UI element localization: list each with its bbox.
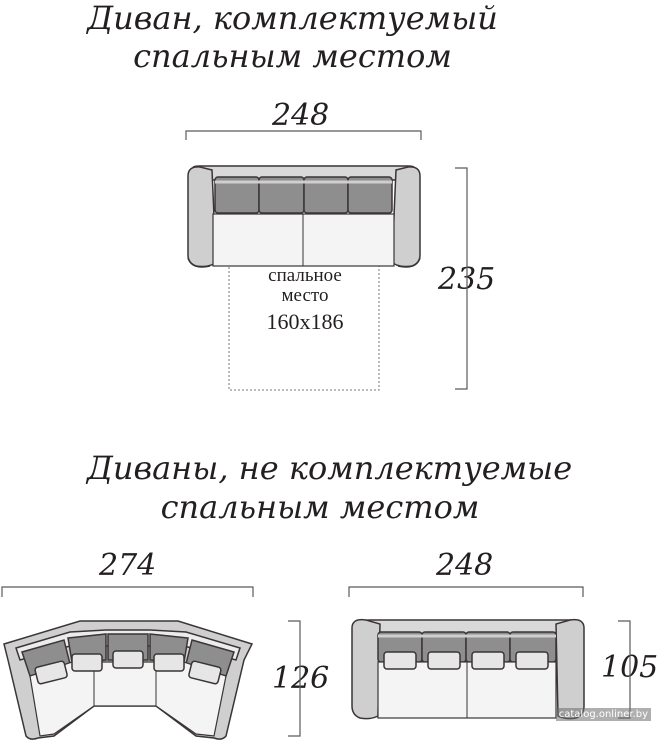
top-width-label: 248 — [272, 98, 330, 133]
watermark: catalog.onliner.by — [555, 708, 651, 721]
corner-width-label: 274 — [99, 548, 157, 583]
bottom-title-line2: спальным местом — [160, 488, 480, 526]
straight-width-dimension-line — [348, 586, 584, 597]
sleeping-place-label-line2: место — [281, 285, 329, 306]
corner-width-dimension-line — [1, 586, 254, 597]
corner-depth-dimension-line — [288, 620, 301, 737]
sleeping-place-label-line1: спальное — [268, 265, 342, 286]
corner-depth-label: 126 — [272, 661, 330, 696]
straight-depth-dimension-line — [618, 620, 631, 719]
sofa-bed-drawing — [187, 165, 421, 391]
top-depth-dimension-line — [455, 167, 468, 390]
top-width-dimension-line — [185, 130, 422, 140]
sleeping-place-size: 160x186 — [266, 309, 344, 334]
straight-width-label: 248 — [436, 548, 494, 583]
top-title-line2: спальным местом — [133, 37, 452, 75]
corner-sofa-drawing — [3, 620, 254, 740]
straight-sofa-drawing — [351, 618, 585, 720]
sleeping-area-outline — [228, 218, 380, 391]
top-title-line1: Диван, комплектуемый — [87, 0, 498, 37]
bottom-title-line1: Диваны, не комплектуемые — [86, 449, 573, 487]
